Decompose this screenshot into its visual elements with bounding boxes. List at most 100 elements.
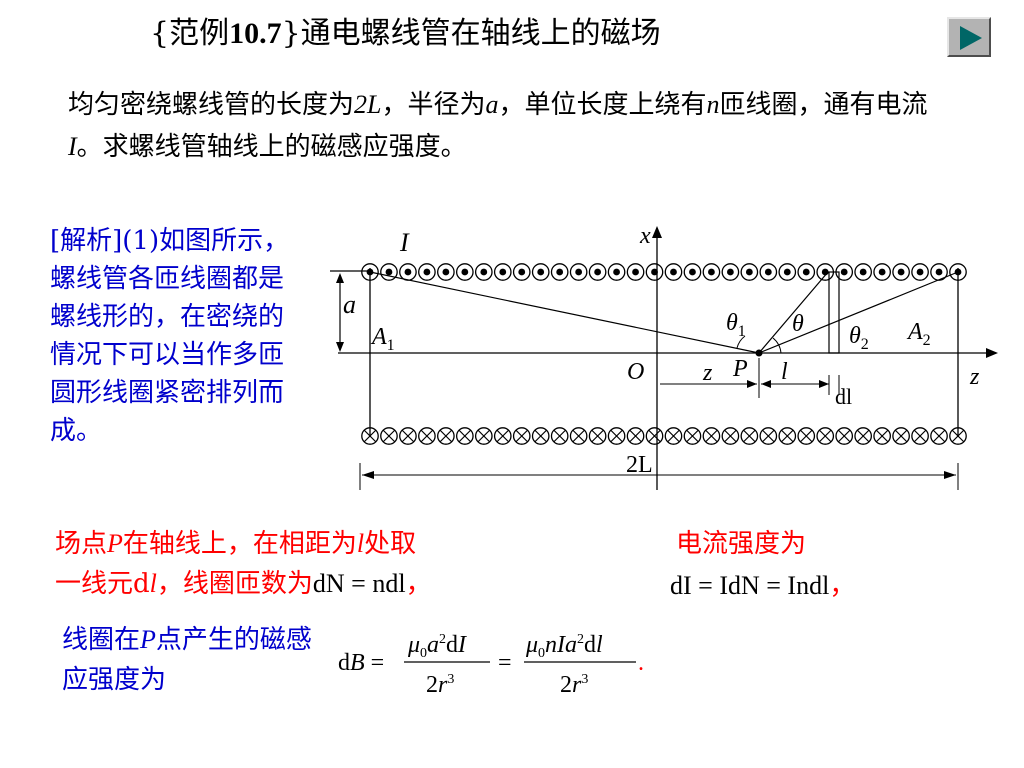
coil-dot-symbol bbox=[854, 263, 873, 281]
coil-dot-center bbox=[764, 268, 772, 276]
coil-cross-stroke bbox=[477, 429, 490, 443]
var-l: l bbox=[356, 529, 365, 558]
coil-dot-center bbox=[708, 268, 715, 276]
coil-dot-symbol bbox=[702, 263, 721, 281]
coil-cross-symbol bbox=[683, 427, 702, 445]
coil-dot-center bbox=[859, 268, 867, 276]
coil-cross-symbol bbox=[645, 427, 664, 445]
coil-dot-symbol bbox=[645, 263, 664, 281]
coil-cross-stroke bbox=[572, 429, 585, 443]
next-slide-button[interactable] bbox=[947, 17, 991, 57]
var-l: l bbox=[149, 569, 157, 598]
coil-dot-symbol bbox=[380, 263, 398, 281]
A1-label: A1 bbox=[370, 324, 395, 354]
formula-comma: ， bbox=[829, 571, 856, 600]
problem-text: 。求螺线管轴线上的磁感应强度。 bbox=[76, 132, 467, 162]
coil-dot-symbol bbox=[911, 263, 929, 281]
origin-label: O bbox=[627, 359, 644, 385]
coil-dot-center bbox=[575, 268, 583, 276]
coil-bottom-row bbox=[361, 427, 967, 445]
coil-cross-symbol bbox=[531, 427, 550, 445]
red-text-segment: 一线元d bbox=[55, 569, 150, 599]
db-numerator-2: μ0nIa2dl bbox=[525, 632, 603, 661]
coil-dot-symbol bbox=[531, 263, 550, 281]
db-formula: dB = μ0a2dI 2r3 = μ0nIa2dl 2r3 . bbox=[338, 632, 644, 698]
coil-dot-symbol bbox=[873, 263, 891, 281]
l-distance-label: l bbox=[781, 359, 788, 385]
var-2L: 2L bbox=[354, 90, 382, 119]
coil-cross-stroke bbox=[724, 429, 737, 443]
coil-dot-center bbox=[783, 268, 791, 276]
coil-cross-symbol bbox=[474, 427, 493, 445]
coil-dot-symbol bbox=[778, 263, 797, 281]
coil-dot-symbol bbox=[797, 263, 816, 281]
coil-cross-stroke bbox=[610, 429, 623, 443]
problem-text: ，单位长度上绕有 bbox=[498, 90, 707, 120]
radius-label: a bbox=[343, 290, 356, 319]
red-text-segment: ， bbox=[405, 569, 432, 599]
z-distance-label: z bbox=[702, 360, 713, 386]
coil-cross-stroke bbox=[894, 429, 908, 443]
var-P: P bbox=[107, 529, 123, 558]
coil-cross-stroke bbox=[458, 429, 472, 443]
current-intensity-label: 电流强度为 bbox=[676, 529, 807, 559]
current-label: I bbox=[399, 228, 410, 257]
coil-cross-stroke bbox=[515, 429, 528, 443]
coil-dot-symbol bbox=[759, 263, 778, 281]
coil-cross-stroke bbox=[762, 429, 775, 443]
x-axis-label: x bbox=[639, 223, 651, 249]
turns-formula: dN = ndl bbox=[312, 569, 406, 598]
line-to-A1 bbox=[369, 271, 760, 354]
coil-dot-symbol bbox=[683, 263, 702, 281]
coil-dot-symbol bbox=[418, 263, 436, 281]
z-axis-arrow bbox=[986, 348, 998, 358]
coil-dot-symbol bbox=[664, 263, 683, 281]
red-text-segment: 在轴线上，在相距为 bbox=[122, 529, 357, 559]
coil-cross-symbol bbox=[854, 427, 873, 445]
dl-element bbox=[828, 271, 840, 354]
var-n: n bbox=[706, 90, 720, 119]
coil-dot-center bbox=[745, 268, 753, 276]
coil-dot-center bbox=[385, 268, 393, 276]
coil-cross-symbol bbox=[380, 427, 398, 445]
db-text-segment: 线圈在 bbox=[62, 625, 141, 655]
l-dim-arrow-left bbox=[761, 380, 771, 388]
theta2-label: θ2 bbox=[849, 323, 869, 353]
coil-dot-center bbox=[670, 268, 677, 276]
coil-dot-center bbox=[689, 268, 696, 276]
current-formula-text: dI = IdN = Indl bbox=[670, 571, 830, 600]
theta-label: θ bbox=[792, 311, 804, 337]
coil-dot-center bbox=[802, 268, 810, 276]
red-line-2: 一线元dl，线圈匝数为dN = ndl， bbox=[55, 564, 555, 604]
coil-cross-symbol bbox=[778, 427, 797, 445]
coil-cross-stroke bbox=[838, 429, 851, 443]
problem-text: 匝线圈，通有电流 bbox=[719, 90, 928, 120]
coil-cross-stroke bbox=[591, 429, 604, 443]
coil-cross-symbol bbox=[588, 427, 607, 445]
coil-top-row bbox=[361, 263, 967, 281]
length-2L-label: 2L bbox=[626, 452, 653, 478]
x-axis-arrow bbox=[652, 226, 662, 238]
coil-dot-center bbox=[935, 268, 943, 276]
theta-arc bbox=[772, 337, 782, 354]
play-triangle-icon bbox=[960, 26, 982, 50]
coil-dot-symbol bbox=[626, 263, 645, 281]
title-prefix: {范例 bbox=[150, 16, 230, 51]
coil-cross-stroke bbox=[534, 429, 547, 443]
coil-cross-stroke bbox=[781, 429, 794, 443]
slide-title: {范例10.7}通电螺线管在轴线上的磁场 bbox=[150, 14, 661, 54]
coil-dot-symbol bbox=[474, 263, 493, 281]
coil-dot-center bbox=[461, 268, 469, 276]
coil-cross-symbol bbox=[512, 427, 531, 445]
coil-cross-symbol bbox=[740, 427, 759, 445]
coil-cross-stroke bbox=[553, 429, 566, 443]
analysis-text: [解析](1)如图所示，螺线管各匝线圈都是螺线形的，在密绕的情况下可以当作多匝圆… bbox=[50, 226, 290, 446]
coil-cross-stroke bbox=[496, 429, 509, 443]
db-numerator-1: μ0a2dI bbox=[407, 632, 467, 661]
coil-dot-center bbox=[404, 268, 412, 276]
title-number: 10.7 bbox=[229, 17, 282, 50]
coil-cross-symbol bbox=[930, 427, 948, 445]
red-text-segment: 场点 bbox=[55, 529, 108, 559]
z-dim-arrow bbox=[747, 380, 757, 388]
